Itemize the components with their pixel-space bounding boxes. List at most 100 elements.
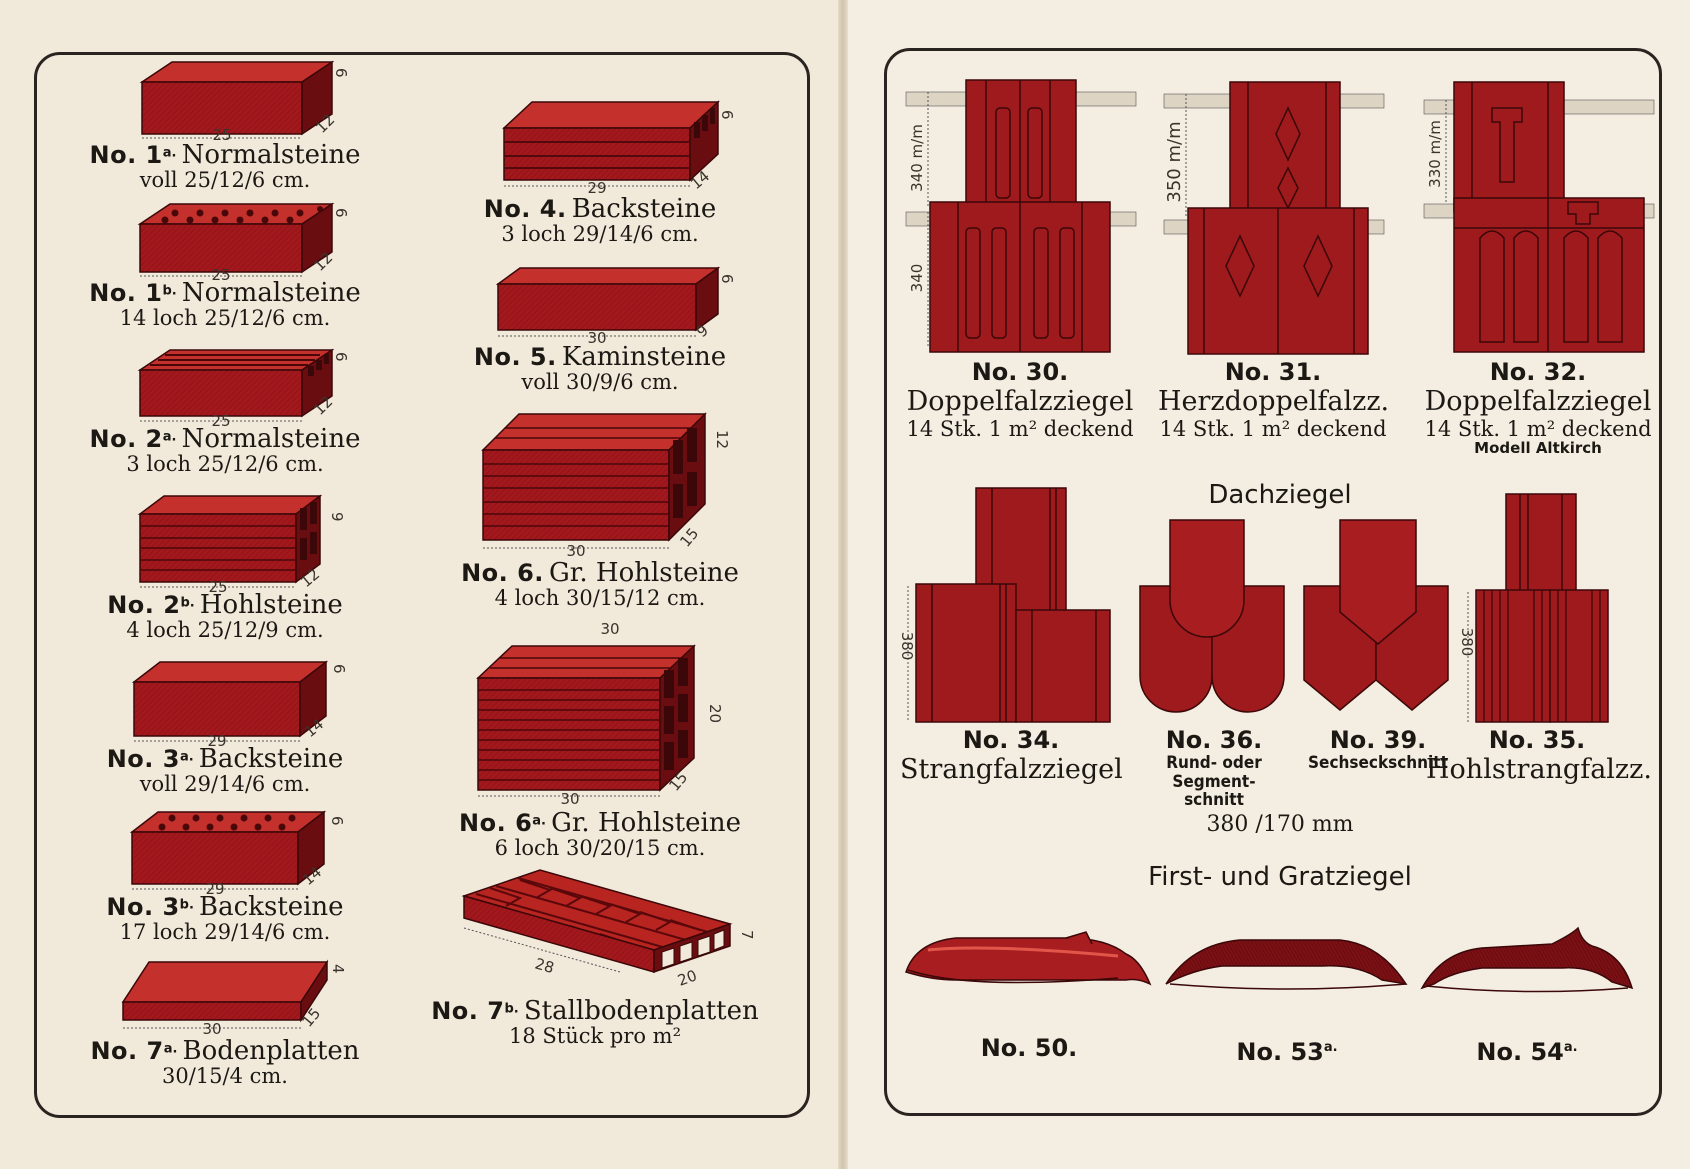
ridge-tile-50: No. 50. xyxy=(898,920,1160,1062)
product-5: 30 9 6 No. 5. Kaminsteine voll 30/9/6 cm… xyxy=(440,264,760,393)
caption-3b: No. 3b. Backsteine 17 loch 29/14/6 cm. xyxy=(80,893,370,943)
item-spec: 30/15/4 cm. xyxy=(162,1064,288,1089)
item-name: Normalsteine xyxy=(181,278,361,308)
dim-top-length: 30 xyxy=(600,620,619,638)
dim-length: 30 xyxy=(587,329,606,347)
product-1a: 25 12 6 No. 1a. Normalsteine voll 25/12/… xyxy=(80,58,370,191)
dim-length: 25 xyxy=(208,578,227,596)
dim-length: 380 xyxy=(898,632,916,661)
item-number: No. 1 xyxy=(89,141,163,169)
dim-height: 6 xyxy=(332,68,350,78)
tile-name: Herzdoppelfalzz. xyxy=(1158,386,1390,417)
caption-1b: No. 1b. Normalsteine 14 loch 25/12/6 cm. xyxy=(80,278,370,329)
brick-1a-illustration: 25 12 6 xyxy=(139,60,350,144)
dim-length: 340 xyxy=(908,264,926,293)
tile-number: No. 39. xyxy=(1329,726,1427,754)
item-number: No. 5. xyxy=(473,343,557,371)
tile-number: No. 30. xyxy=(971,358,1069,386)
tile-spec: 14 Stk. 1 m² deckend xyxy=(906,417,1134,441)
tile-32: 330 m/m No. 32. Doppelfalzziegel 14 Stk.… xyxy=(1418,78,1658,457)
item-suffix: b. xyxy=(162,283,177,299)
tile-31-illustration: 350 m/m xyxy=(1163,81,1385,355)
tile-34-illustration: 380 xyxy=(898,487,1111,723)
tile-39-illustration xyxy=(1303,519,1449,711)
caption-2b: No. 2b. Hohlsteine 4 loch 25/12/9 cm. xyxy=(80,590,370,643)
tile-number-main: No. 53 xyxy=(1236,1038,1324,1066)
dim-length: 25 xyxy=(212,126,231,144)
tile-name-line2: schnitt xyxy=(1184,790,1244,811)
tile-model: Modell Altkirch xyxy=(1474,439,1602,457)
tile-35: 380 No. 35. Hohlstrangfalzz. xyxy=(1426,492,1652,785)
tile-number: No. 50. xyxy=(980,1034,1078,1062)
product-2b: 25 12 9 No. 2b. Hohlsteine 4 loch 25/12/… xyxy=(80,492,370,641)
item-name: Stallbodenplatten xyxy=(523,996,759,1026)
caption-6: No. 6. Gr. Hohlsteine 4 loch 30/15/12 cm… xyxy=(440,558,760,611)
item-spec: 4 loch 25/12/9 cm. xyxy=(126,618,324,643)
dim-height: 6 xyxy=(330,664,348,674)
dim-width: 9 xyxy=(693,321,712,341)
dim-height: 6 xyxy=(718,110,736,120)
tile-32-illustration: 330 m/m xyxy=(1423,81,1655,353)
right-panel-border xyxy=(884,48,1662,1116)
dim-height: 6 xyxy=(332,208,350,218)
dim-length: 29 xyxy=(205,880,224,898)
tile-number: No. 31. xyxy=(1224,358,1322,386)
item-suffix: a. xyxy=(162,429,177,445)
item-name: Hohlsteine xyxy=(199,590,343,620)
plate-7a-illustration: 30 15 4 xyxy=(121,959,347,1038)
item-name: Backsteine xyxy=(198,744,344,774)
product-2a: 25 12 6 No. 2a. Normalsteine 3 loch 25/1… xyxy=(80,346,370,475)
item-spec: 3 loch 29/14/6 cm. xyxy=(501,222,699,247)
left-panel-border xyxy=(34,52,810,1118)
tile-number: No. 34. xyxy=(962,726,1060,754)
item-name: Gr. Hohlsteine xyxy=(551,808,741,838)
dim-length: 29 xyxy=(207,732,226,750)
product-6a: 30 30 15 20 No. 6a. Gr. Hohlsteine 6 loc… xyxy=(440,620,760,859)
item-suffix: a. xyxy=(532,813,546,829)
item-name: Gr. Hohlsteine xyxy=(549,558,739,588)
item-number: No. 2 xyxy=(89,425,163,453)
item-number: No. 6 xyxy=(459,809,533,837)
tile-30: 340 m/m 340 No. 30. Doppelfalzziegel 14 … xyxy=(900,78,1140,441)
brick-3b-illustration: 29 14 6 xyxy=(129,810,346,898)
tile-number-suffix: a. xyxy=(1563,1040,1578,1055)
product-4: 29 14 6 No. 4. Backsteine 3 loch 29/14/6… xyxy=(440,98,760,245)
dim-length: 25 xyxy=(211,266,230,284)
heading-dachziegel: Dachziegel xyxy=(1208,480,1352,510)
dim-width: 20 xyxy=(675,966,699,989)
brick-2b-illustration: 25 12 9 xyxy=(137,494,346,596)
item-suffix: b. xyxy=(504,1001,519,1017)
brick-1b-illustration: 25 12 6 xyxy=(137,202,350,284)
tile-name: Rund- oder Segment- xyxy=(1166,753,1262,792)
dim-length: 30 xyxy=(560,790,579,808)
item-number: No. 4. xyxy=(483,195,567,223)
tile-number-suffix: a. xyxy=(1323,1040,1338,1055)
brick-3a-illustration: 29 14 6 xyxy=(131,660,348,750)
tile-name: Doppelfalzziegel xyxy=(906,386,1134,417)
caption-7b: No. 7b. Stallbodenplatten 18 Stück pro m… xyxy=(410,996,780,1047)
dim-length: 380 xyxy=(1458,628,1476,657)
product-6: 30 15 12 No. 6. Gr. Hohlsteine 4 loch 30… xyxy=(440,410,760,609)
caption-4: No. 4. Backsteine 3 loch 29/14/6 cm. xyxy=(440,195,760,247)
tile-name: Sechseckschnitt xyxy=(1308,753,1448,773)
caption-6a: No. 6a. Gr. Hohlsteine 6 loch 30/20/15 c… xyxy=(440,808,760,859)
tile-name: Strangfalzziegel xyxy=(900,754,1123,785)
item-name: Normalsteine xyxy=(181,424,361,454)
item-number: No. 6. xyxy=(461,559,544,587)
item-number: No. 1 xyxy=(89,279,163,307)
item-spec: voll 25/12/6 cm. xyxy=(139,168,311,193)
dim-height: 4 xyxy=(329,964,347,974)
dim-length: 30 xyxy=(202,1020,221,1038)
tile-number: No. 32. xyxy=(1489,358,1587,386)
item-suffix: a. xyxy=(162,145,177,161)
tile-number: No. 53a. xyxy=(1160,1038,1414,1066)
item-number: No. 7 xyxy=(431,997,505,1025)
product-7b: 28 20 7 No. 7b. Stallbodenplatten 18 Stü… xyxy=(410,868,780,1047)
item-spec: voll 29/14/6 cm. xyxy=(139,772,311,797)
dim-length: 28 xyxy=(533,955,556,978)
item-spec: 4 loch 30/15/12 cm. xyxy=(494,586,706,611)
page-fold xyxy=(838,0,848,1169)
brick-4-illustration: 29 14 6 xyxy=(502,100,736,197)
item-suffix: a. xyxy=(163,1041,178,1057)
caption-5: No. 5. Kaminsteine voll 30/9/6 cm. xyxy=(440,343,760,393)
